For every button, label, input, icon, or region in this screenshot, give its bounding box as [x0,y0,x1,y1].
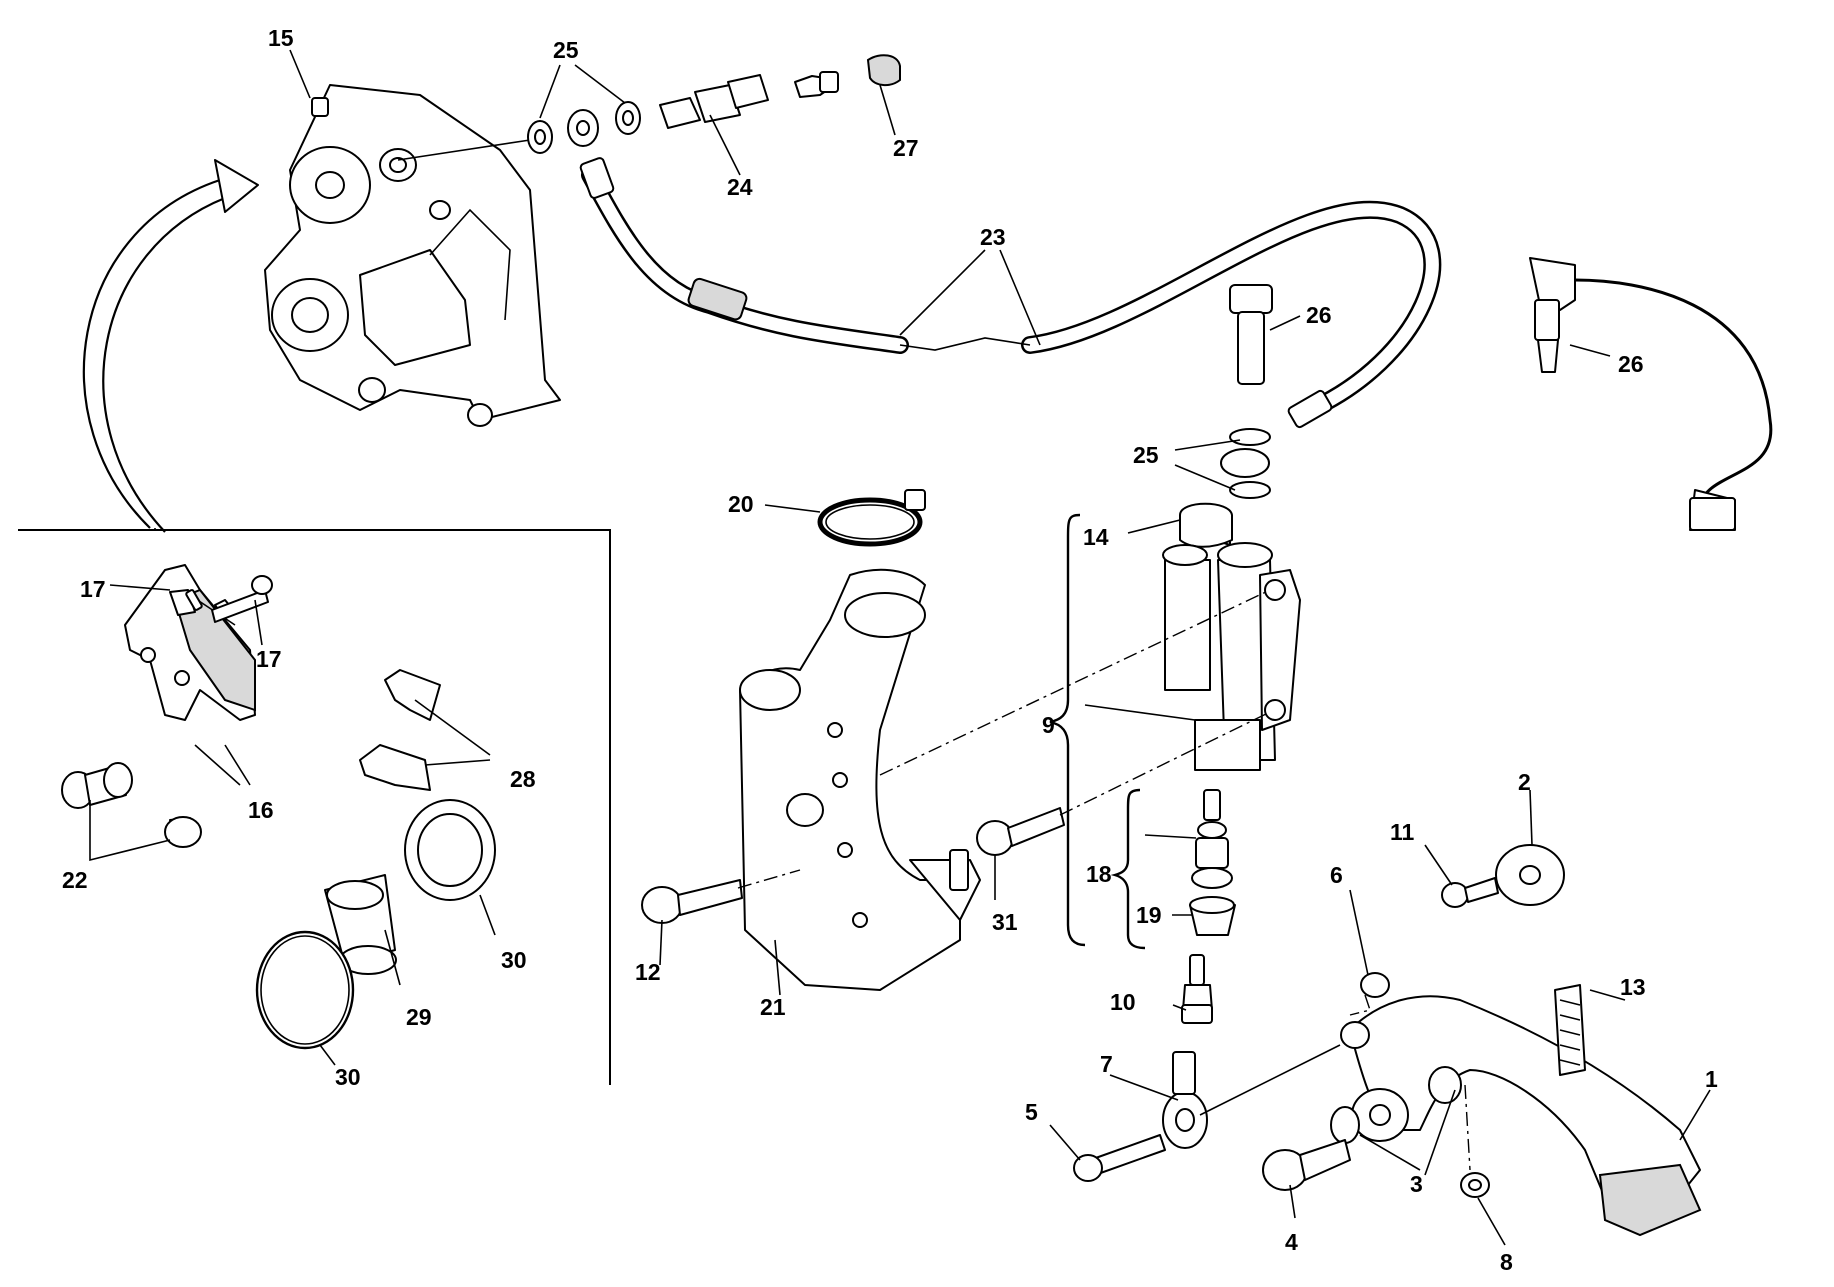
callout-31: 31 [992,909,1018,935]
callout-4: 4 [1285,1229,1298,1255]
callout-numbers: 1 2 3 4 5 6 7 8 9 10 11 12 13 14 15 16 1… [62,25,1718,1275]
brake-pedal [1073,844,1702,1237]
pad-spring-clips [359,669,441,791]
callout-28: 28 [510,766,536,792]
callout-25b: 25 [1133,442,1159,468]
callout-6: 6 [1330,862,1343,888]
caliper-piston-and-seals [255,799,496,1050]
brake-pads-inset [124,564,273,721]
callout-17a: 17 [80,576,106,602]
callout-22: 22 [62,867,88,893]
assembly-braces [1049,513,1146,950]
callout-12: 12 [635,959,661,985]
pad-pin-and-plug [61,762,202,848]
callout-30a: 30 [501,947,527,973]
callout-26b: 26 [1618,351,1644,377]
master-cylinder-banjo [1220,284,1273,499]
callout-16: 16 [248,797,274,823]
leader-lines [89,49,1711,1246]
callout-21: 21 [760,994,786,1020]
hose-clamp [817,489,926,547]
callout-29: 29 [406,1004,432,1030]
callout-17b: 17 [256,646,282,672]
callout-23: 23 [980,224,1006,250]
callout-13: 13 [1620,974,1646,1000]
brake-caliper [264,84,561,427]
callout-30b: 30 [335,1064,361,1090]
brake-hose [579,157,1442,429]
pushrod-assembly [1181,789,1236,1024]
callout-26a: 26 [1306,302,1332,328]
callout-15: 15 [268,25,294,51]
callout-14: 14 [1083,524,1109,550]
callout-20: 20 [728,491,754,517]
callout-11: 11 [1390,819,1415,845]
callout-18: 18 [1086,861,1112,887]
callout-10: 10 [1110,989,1136,1015]
callout-7: 7 [1100,1051,1113,1077]
inset-frame [18,528,611,1085]
mounting-bolts [641,589,1271,924]
callout-19: 19 [1136,902,1162,928]
callout-9: 9 [1042,712,1055,738]
master-cylinder [1162,502,1301,771]
callout-25a: 25 [553,37,579,63]
arrow-to-caliper [82,159,259,533]
callout-27: 27 [893,135,919,161]
callout-8: 8 [1500,1249,1513,1275]
callout-1: 1 [1705,1066,1718,1092]
callout-24: 24 [727,174,753,200]
callout-5: 5 [1025,1099,1038,1125]
callout-3: 3 [1410,1171,1423,1197]
brake-light-switch [1529,257,1773,531]
caliper-banjo-fittings [397,54,901,161]
callout-2: 2 [1518,769,1531,795]
reservoir-bracket [739,568,981,991]
